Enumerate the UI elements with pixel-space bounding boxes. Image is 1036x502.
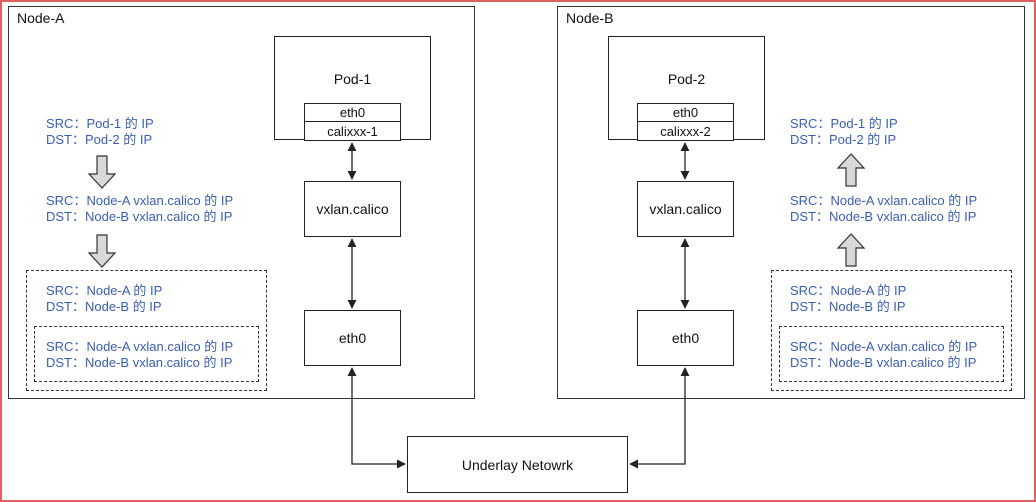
node-b-pod-dst: DST：Pod-2 的 IP [790,132,897,147]
node-b-eth0-label: eth0 [671,330,700,346]
node-b-vxlan-label: vxlan.calico [649,201,722,217]
pod-1-label: Pod-1 [333,71,372,87]
node-a-vxlan-label: vxlan.calico [316,201,389,217]
node-b-up-arrow-1 [836,153,866,187]
underlay-network-label: Underlay Netowrk [461,456,574,473]
node-b-vxlan-dst: DST：Node-B vxlan.calico 的 IP [790,209,977,224]
node-b-title: Node-B [566,10,614,26]
node-a-vxlan-dst: DST：Node-B vxlan.calico 的 IP [46,209,233,224]
node-a-eth0: eth0 [304,310,401,366]
node-b-outer-src: SRC：Node-A 的 IP [790,283,907,298]
node-b-pod-src: SRC：Pod-1 的 IP [790,116,898,131]
node-a-outer-packet [26,270,267,391]
node-a-pod-dst: DST：Pod-2 的 IP [46,132,153,147]
node-b-inner-packet [779,326,1004,382]
calixxx-2-box: calixxx-2 [637,121,734,141]
node-a-title: Node-A [17,10,65,26]
node-a-underlay-link [347,367,406,469]
calixxx-1-box: calixxx-1 [304,121,401,141]
node-b-outer-packet [771,270,1012,391]
node-a-container: Node-A [8,6,475,399]
underlay-network-box: Underlay Netowrk [407,436,628,493]
node-b-inner-dst: DST：Node-B vxlan.calico 的 IP [790,355,977,370]
node-a-pod-src: SRC：Pod-1 的 IP [46,116,154,131]
node-a-outer-dst: DST：Node-B 的 IP [46,299,162,314]
node-a-inner-packet [34,326,259,382]
node-b-up-arrow-2 [836,233,866,267]
calixxx-2-label: calixxx-2 [660,123,711,139]
node-b-outer-dst: DST：Node-B 的 IP [790,299,906,314]
pod-2-label: Pod-2 [667,71,706,87]
node-a-vxlan-src: SRC：Node-A vxlan.calico 的 IP [46,193,234,208]
node-a-inner-dst: DST：Node-B vxlan.calico 的 IP [46,355,233,370]
node-a-eth0-label: eth0 [338,330,367,346]
node-b-inner-src: SRC：Node-A vxlan.calico 的 IP [790,339,978,354]
node-a-down-arrow-2 [87,234,117,268]
node-b-underlay-link [629,367,690,469]
node-b-container: Node-B [557,6,1025,399]
node-b-vxlan-calico: vxlan.calico [637,181,734,237]
node-a-down-arrow-1 [87,155,117,189]
node-b-eth0: eth0 [637,310,734,366]
pod-1-eth0-label: eth0 [339,105,366,120]
pod-2-eth0-label: eth0 [672,105,699,120]
calixxx-1-label: calixxx-1 [327,123,378,139]
node-a-inner-src: SRC：Node-A vxlan.calico 的 IP [46,339,234,354]
node-a-vxlan-calico: vxlan.calico [304,181,401,237]
node-a-outer-src: SRC：Node-A 的 IP [46,283,163,298]
node-b-vxlan-src: SRC：Node-A vxlan.calico 的 IP [790,193,978,208]
